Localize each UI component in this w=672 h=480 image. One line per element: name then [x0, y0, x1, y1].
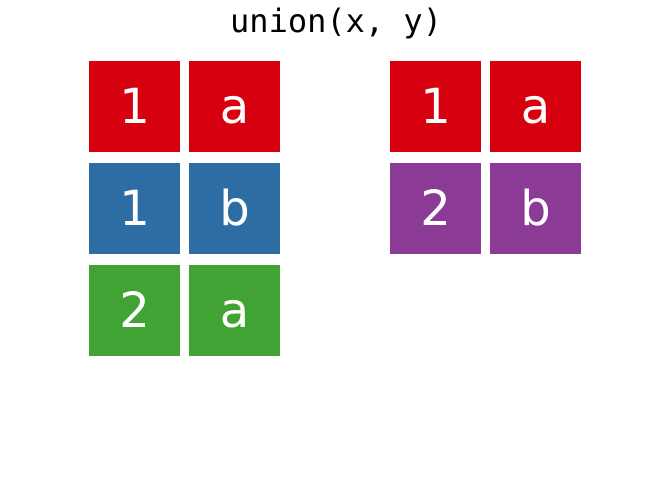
table-cell: b — [490, 163, 581, 254]
table-cell: a — [189, 265, 280, 356]
table-cell: 1 — [390, 61, 481, 152]
table-x: 1 a 1 b 2 a — [89, 61, 280, 356]
cell-value: 1 — [119, 78, 150, 135]
cell-value: a — [520, 78, 551, 135]
table-cell: 1 — [89, 163, 180, 254]
cell-value: a — [219, 78, 250, 135]
table-cell: a — [490, 61, 581, 152]
table-result: 1 a 2 b — [390, 61, 581, 254]
table-cell: a — [189, 61, 280, 152]
cell-value: a — [219, 282, 250, 339]
cell-value: b — [520, 180, 551, 237]
table-cell: b — [189, 163, 280, 254]
diagram-title: union(x, y) — [230, 2, 442, 40]
cell-value: 2 — [420, 180, 451, 237]
table-cell: 2 — [89, 265, 180, 356]
table-cell: 1 — [89, 61, 180, 152]
table-cell: 2 — [390, 163, 481, 254]
cell-value: 1 — [420, 78, 451, 135]
cell-value: b — [219, 180, 250, 237]
cell-value: 2 — [119, 282, 150, 339]
cell-value: 1 — [119, 180, 150, 237]
